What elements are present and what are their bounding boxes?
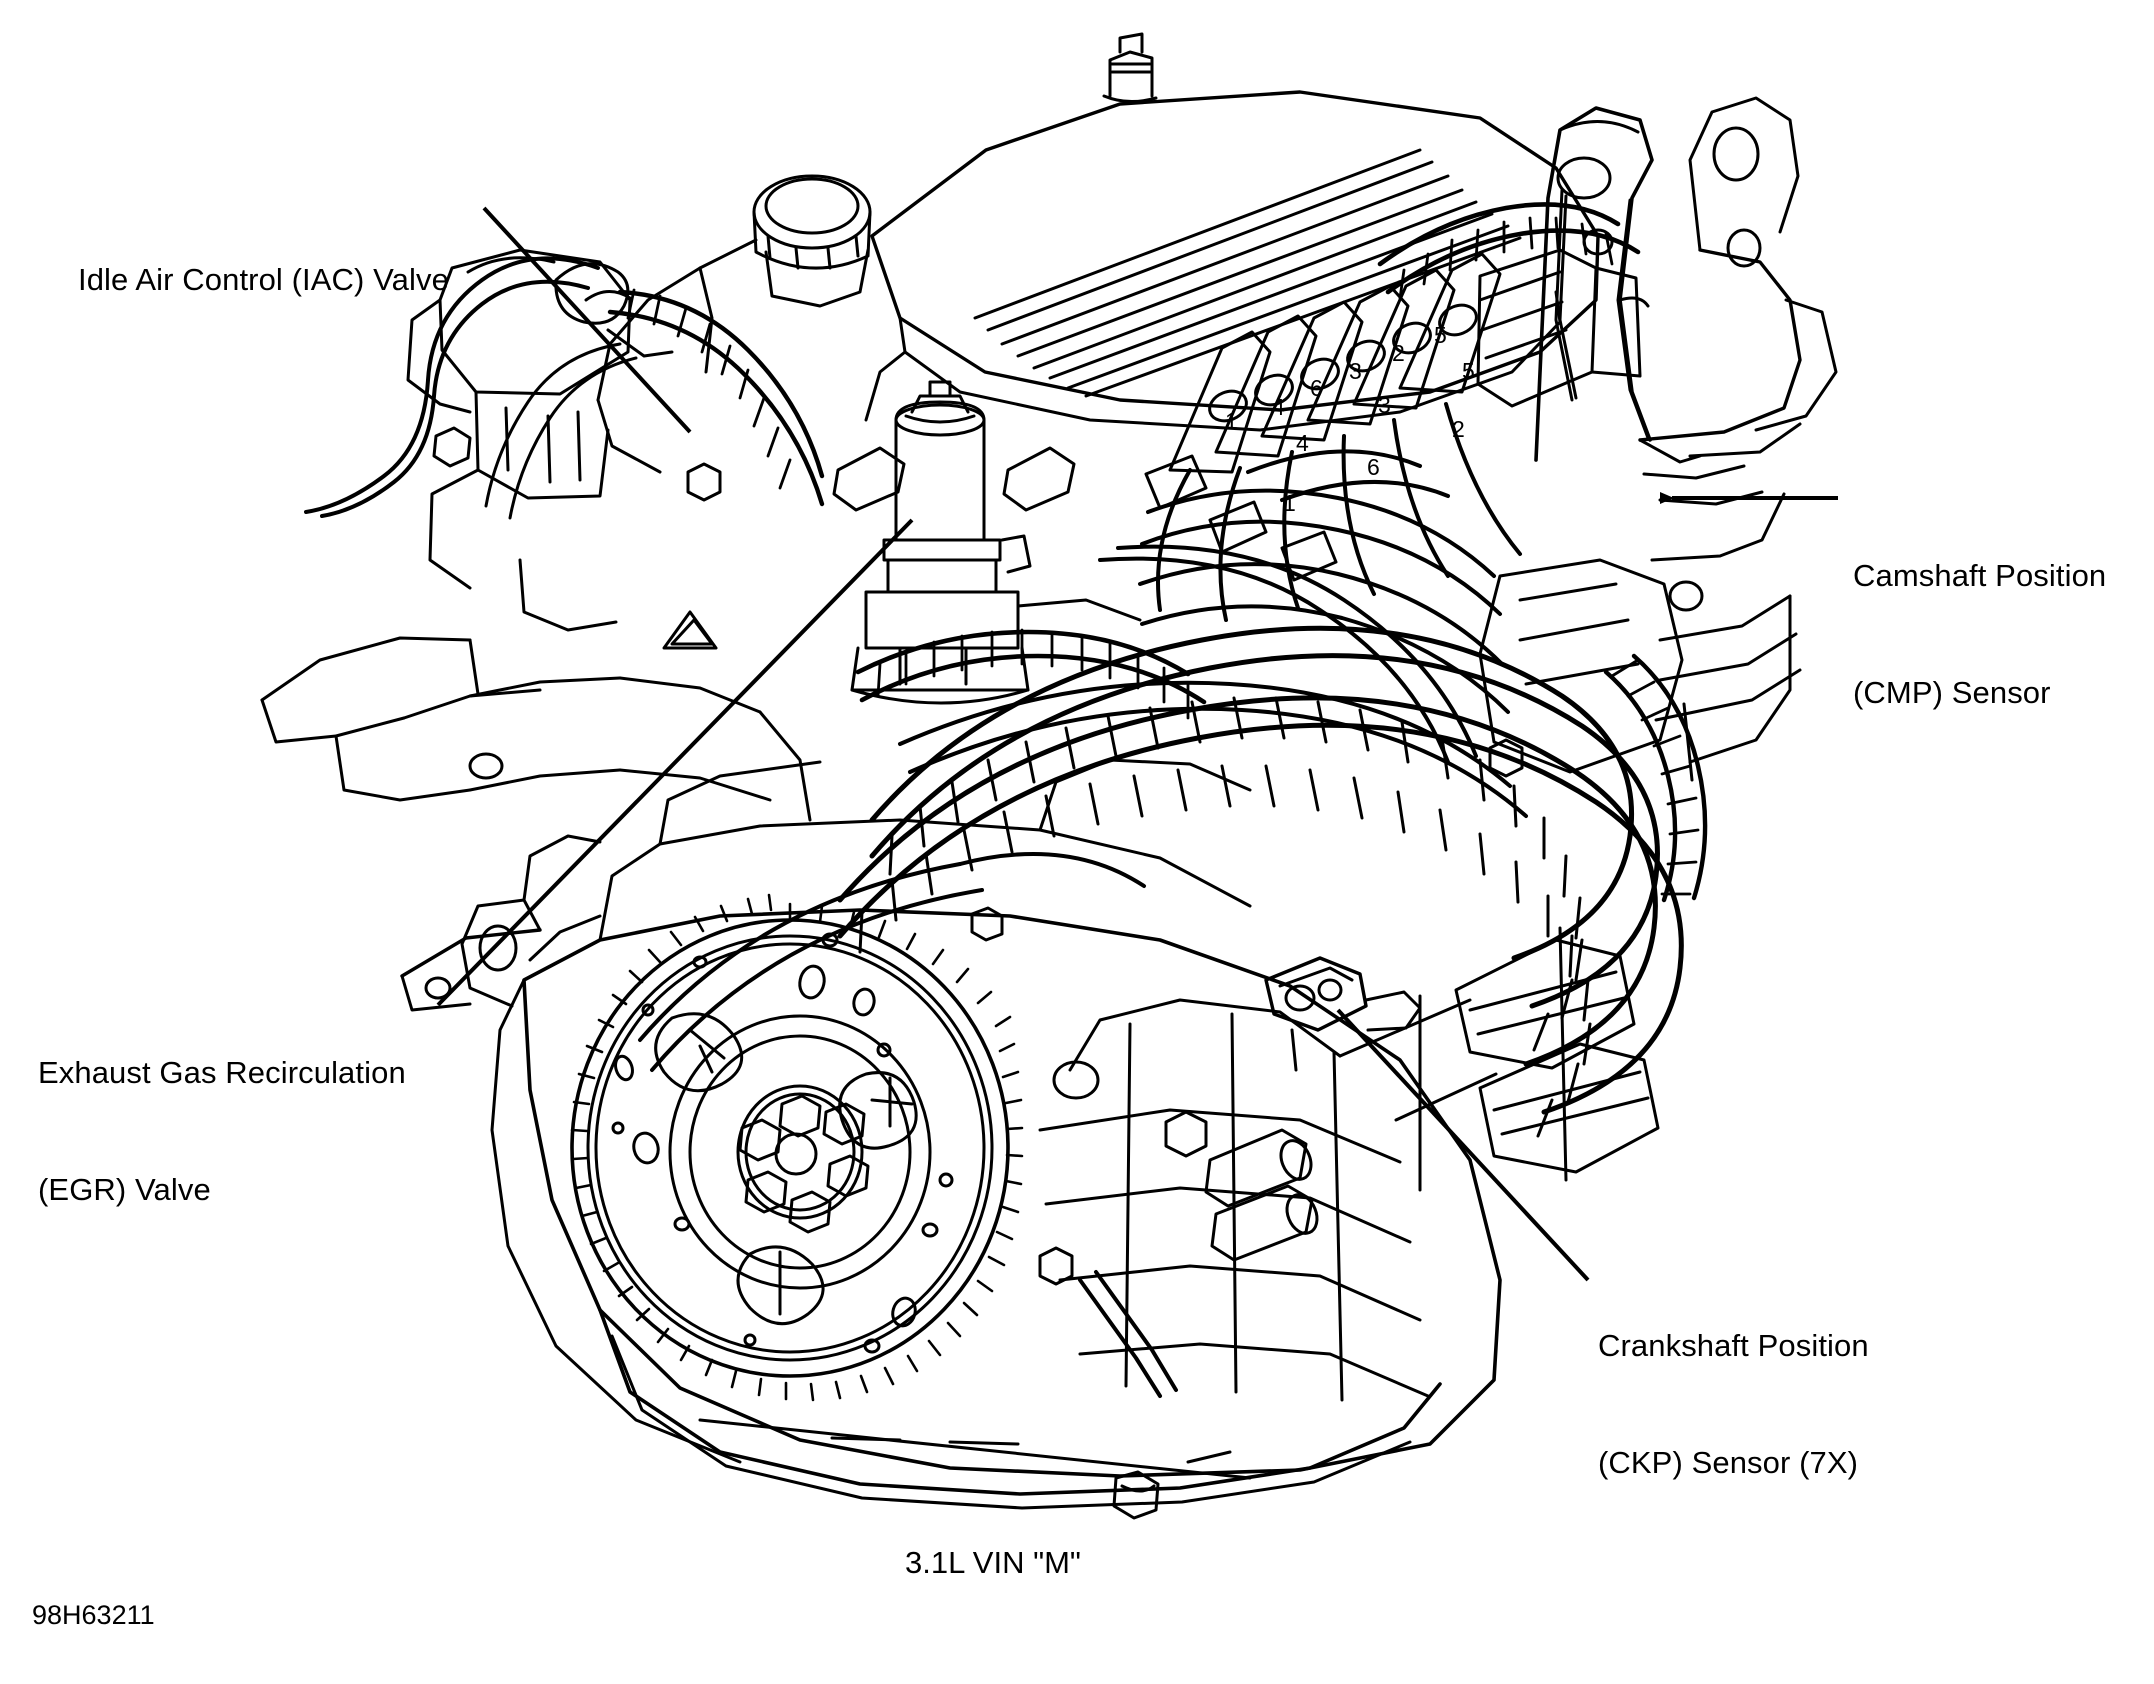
leader-exhaust-gas-recirculation-valve bbox=[436, 518, 914, 1007]
figure-code: 98H63211 bbox=[32, 1600, 155, 1630]
cylinder-number: 2 bbox=[1392, 340, 1405, 366]
cylinder-number: 3 bbox=[1349, 358, 1362, 384]
leader-crankshaft-position-sensor bbox=[1336, 1008, 1590, 1282]
callout-line: (CMP) Sensor bbox=[1853, 675, 2051, 710]
cylinder-number: 3 bbox=[1378, 392, 1391, 418]
callout-line: (CKP) Sensor (7X) bbox=[1598, 1445, 1859, 1480]
leader-idle-air-control-valve bbox=[482, 206, 692, 434]
callout-line: (EGR) Valve bbox=[38, 1172, 211, 1207]
callout-line: Idle Air Control (IAC) Valve bbox=[78, 262, 449, 297]
cylinder-number: 2 bbox=[1452, 416, 1465, 442]
cylinder-number: 6 bbox=[1367, 454, 1380, 480]
figure-caption: 3.1L VIN "M" bbox=[905, 1545, 1081, 1580]
callout-line: Crankshaft Position bbox=[1598, 1328, 1869, 1363]
cylinder-number: 1 bbox=[1225, 408, 1238, 434]
callout-line: Exhaust Gas Recirculation bbox=[38, 1055, 406, 1090]
cylinder-number: 4 bbox=[1296, 430, 1309, 456]
cylinder-number: 1 bbox=[1283, 490, 1296, 516]
callout-line: Camshaft Position bbox=[1853, 558, 2107, 593]
callout-crankshaft-position-sensor: Crankshaft Position (CKP) Sensor (7X) bbox=[1598, 1248, 1869, 1560]
cylinder-number: 5 bbox=[1462, 358, 1475, 384]
callout-idle-air-control-valve: Idle Air Control (IAC) Valve bbox=[78, 182, 449, 377]
callout-camshaft-position-sensor: Camshaft Position (CMP) Sensor bbox=[1853, 478, 2106, 790]
cylinder-number: 4 bbox=[1272, 394, 1285, 420]
cylinder-number: 6 bbox=[1310, 375, 1323, 401]
callout-exhaust-gas-recirculation-valve: Exhaust Gas Recirculation (EGR) Valve bbox=[38, 975, 406, 1287]
cylinder-number: 5 bbox=[1434, 322, 1447, 348]
